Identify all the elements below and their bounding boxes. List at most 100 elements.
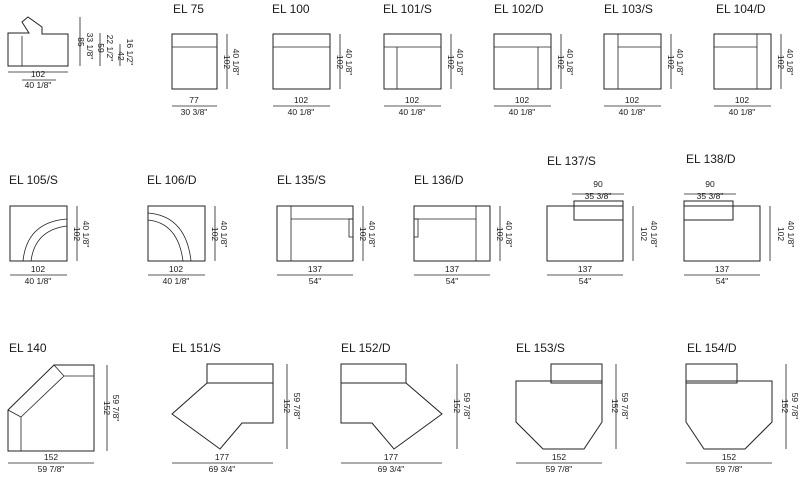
- depth-in: 59 7/8": [790, 393, 800, 420]
- depth-cm: 102: [495, 227, 505, 241]
- backrest-block: [685, 363, 738, 384]
- depth-cm: 102: [335, 55, 345, 69]
- depth-cm: 102: [210, 227, 220, 241]
- element-outline: [171, 382, 274, 450]
- element-code: EL 137/S: [547, 154, 596, 168]
- width-in: 69 3/4": [209, 464, 236, 474]
- width-in: 54": [309, 276, 321, 286]
- depth-cm: 102: [639, 227, 649, 241]
- depth-cm: 102: [222, 55, 232, 69]
- depth-in: 40 1/8": [565, 49, 575, 76]
- element-outline: [413, 205, 491, 262]
- width-cm: 152: [44, 452, 58, 462]
- width-cm: 102: [625, 95, 639, 105]
- top-cm: 90: [705, 179, 715, 189]
- element-outline: [276, 205, 354, 262]
- profile-h1-in: 33 1/8": [85, 33, 95, 60]
- element-outline: [272, 33, 331, 90]
- depth-in: 40 1/8": [785, 49, 795, 76]
- depth-cm: 152: [282, 399, 292, 413]
- profile-outline: [7, 16, 69, 67]
- element-outline: [515, 380, 603, 450]
- element-code: EL 100: [272, 2, 310, 16]
- element-code: EL 135/S: [277, 173, 326, 187]
- element-el-103-s: EL 103/S 102 40 1/8" 102 40 1/8": [603, 2, 685, 117]
- depth-cm: 102: [776, 55, 786, 69]
- backrest-block: [206, 363, 274, 384]
- width-in: 59 7/8": [546, 464, 573, 474]
- element-outline: [171, 33, 218, 90]
- backrest-block: [550, 363, 603, 384]
- depth-in: 40 1/8": [81, 221, 91, 248]
- element-code: EL 152/D: [341, 341, 391, 355]
- width-in: 69 3/4": [378, 464, 405, 474]
- width-in: 40 1/8": [509, 107, 536, 117]
- element-outline: [546, 205, 624, 262]
- backrest-corner-lines: [7, 364, 65, 418]
- element-outline: [683, 205, 761, 262]
- width-in: 30 3/8": [181, 107, 208, 117]
- depth-in: 40 1/8": [455, 49, 465, 76]
- element-code: EL 103/S: [604, 2, 653, 16]
- profile-h1-cm: 85: [76, 37, 86, 47]
- depth-cm: 102: [446, 55, 456, 69]
- top-in: 35 3/8": [697, 191, 724, 201]
- width-cm: 102: [31, 264, 45, 274]
- width-in: 40 1/8": [729, 107, 756, 117]
- depth-in: 40 1/8": [649, 221, 659, 248]
- element-el-75: EL 75 102 40 1/8" 77 30 3/8": [171, 2, 241, 117]
- width-in: 54": [579, 276, 591, 286]
- curved-back-outer: [22, 218, 68, 262]
- width-cm: 102: [169, 264, 183, 274]
- element-outline: [713, 33, 772, 90]
- element-code: EL 104/D: [716, 2, 766, 16]
- width-in: 54": [446, 276, 458, 286]
- top-cm: 90: [593, 179, 603, 189]
- width-cm: 152: [552, 452, 566, 462]
- element-outline: [147, 205, 206, 262]
- width-cm: 102: [515, 95, 529, 105]
- depth-in: 59 7/8": [111, 395, 121, 422]
- element-el-106-d: EL 106/D 102 40 1/8" 102 40 1/8": [147, 173, 229, 286]
- curved-back-outer: [147, 212, 192, 262]
- profile-h2-in: 22 1/2": [105, 35, 115, 62]
- element-el-136-d: EL 136/D 102 40 1/8" 137 54": [413, 173, 514, 286]
- width-cm: 137: [715, 264, 729, 274]
- element-code: EL 136/D: [414, 173, 464, 187]
- width-cm: 177: [215, 452, 229, 462]
- element-outline: [493, 33, 552, 90]
- element-code: EL 151/S: [172, 341, 221, 355]
- width-in: 40 1/8": [619, 107, 646, 117]
- depth-cm: 152: [780, 399, 790, 413]
- element-code: EL 138/D: [686, 152, 736, 166]
- depth-in: 59 7/8": [462, 393, 472, 420]
- profile-h3-in: 16 1/2": [125, 39, 135, 66]
- element-outline: [7, 364, 95, 452]
- element-el-102-d: EL 102/D 102 40 1/8" 102 40 1/8": [493, 2, 575, 117]
- element-el-140: EL 140 152 59 7/8" 152 59 7/8": [7, 341, 121, 474]
- element-el-138-d: EL 138/D 90 35 3/8" 102 40 1/8" 137 54": [683, 152, 796, 286]
- depth-in: 40 1/8": [231, 49, 241, 76]
- depth-in: 40 1/8": [504, 221, 514, 248]
- width-in: 40 1/8": [163, 276, 190, 286]
- width-in: 59 7/8": [716, 464, 743, 474]
- depth-cm: 102: [666, 55, 676, 69]
- depth-cm: 152: [102, 401, 112, 415]
- curved-back-inner: [30, 225, 68, 262]
- profile-h2-cm: 59: [96, 43, 106, 53]
- element-el-137-s: EL 137/S 90 35 3/8" 102 40 1/8" 137 54": [546, 154, 659, 286]
- element-outline: [685, 380, 773, 450]
- element-el-105-s: EL 105/S 102 40 1/8" 102 40 1/8": [9, 173, 91, 286]
- element-code: EL 105/S: [9, 173, 58, 187]
- element-el-152-d: EL 152/D 152 59 7/8" 177 69 3/4": [340, 341, 472, 474]
- element-outline: [9, 205, 68, 262]
- width-cm: 102: [735, 95, 749, 105]
- side-panel: [348, 218, 354, 238]
- width-cm: 137: [308, 264, 322, 274]
- element-el-101-s: EL 101/S 102 40 1/8" 102 40 1/8": [383, 2, 465, 117]
- width-in: 40 1/8": [288, 107, 315, 117]
- profile-width-cm: 102: [31, 69, 45, 79]
- depth-cm: 102: [556, 55, 566, 69]
- depth-cm: 152: [452, 399, 462, 413]
